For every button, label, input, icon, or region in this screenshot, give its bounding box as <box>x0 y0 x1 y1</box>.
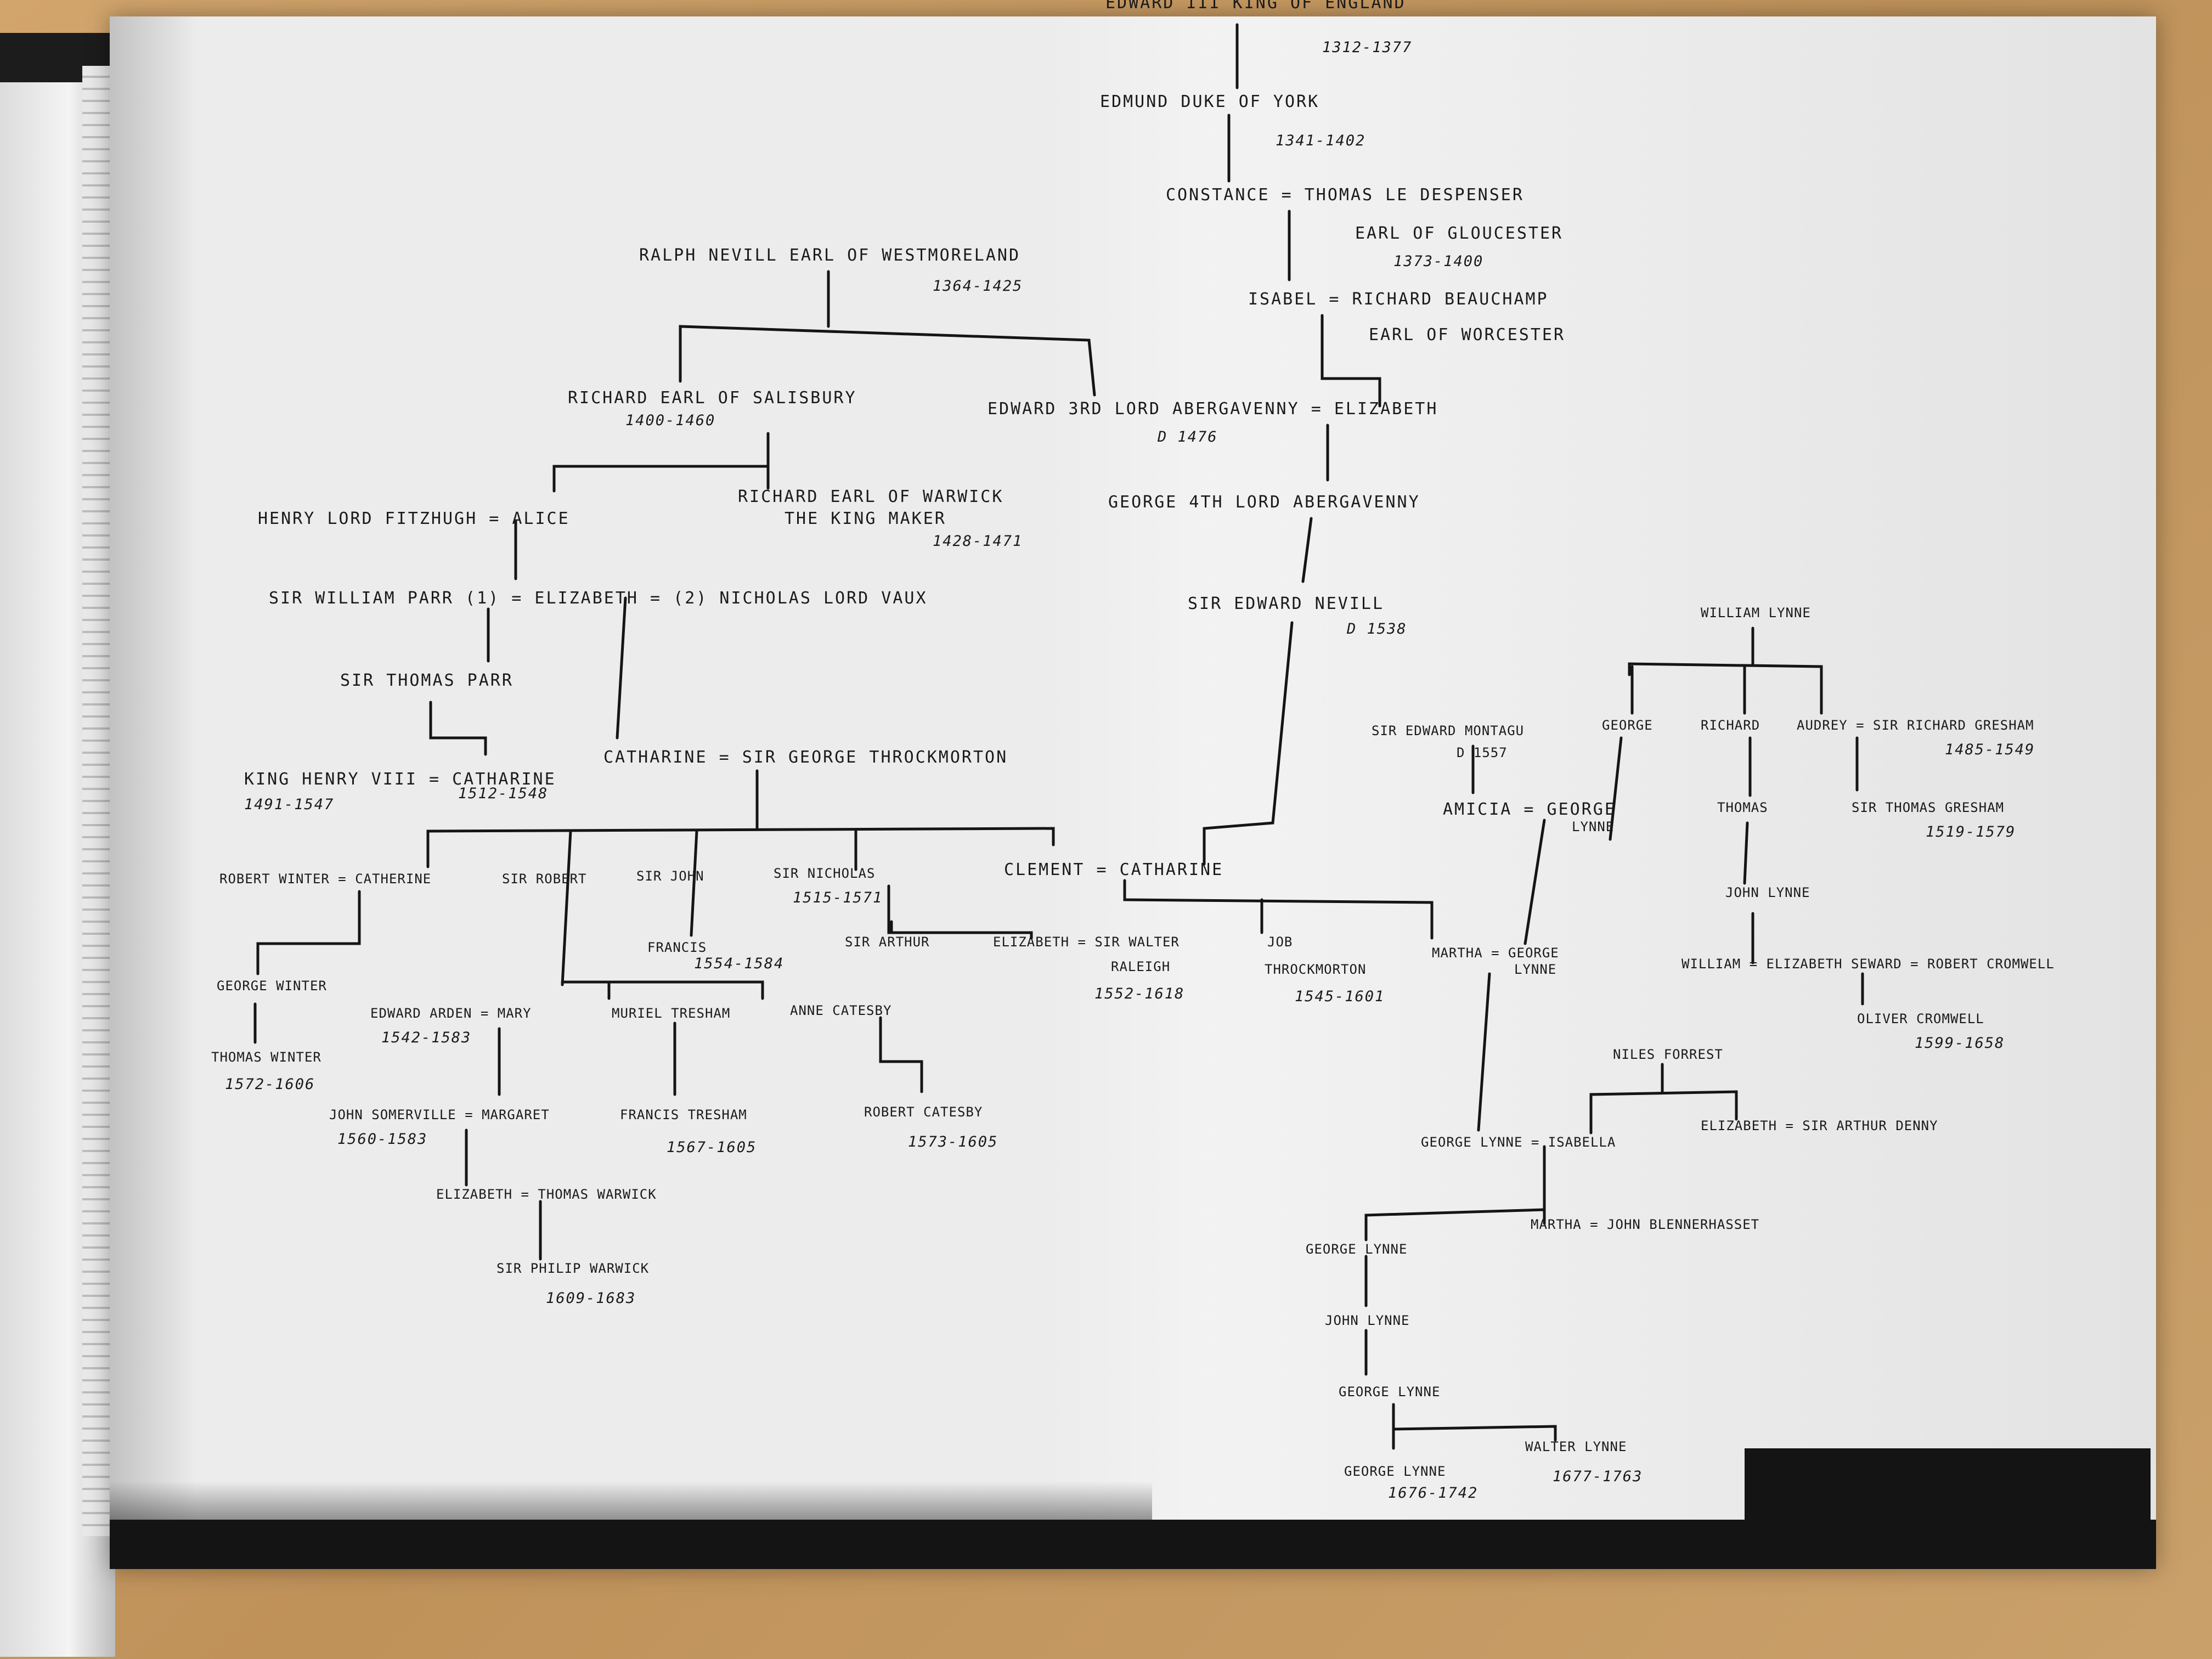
node-john-lynne-a: JOHN LYNNE <box>1725 885 1810 900</box>
node-walter-dates: 1677-1763 <box>1553 1468 1643 1485</box>
node-edward-arden-mary: EDWARD ARDEN = MARY <box>370 1006 532 1021</box>
node-lynne-b: LYNNE <box>1514 962 1556 977</box>
node-warwick-dates: 1428-1471 <box>933 533 1023 550</box>
node-edward-abergavenny: EDWARD 3RD LORD ABERGAVENNY = ELIZABETH <box>988 399 1438 419</box>
node-thomas-parr: SIR THOMAS PARR <box>340 671 514 690</box>
node-thomas-winter-dates: 1572-1606 <box>225 1076 315 1093</box>
node-parr-elizabeth-vaux: SIR WILLIAM PARR (1) = ELIZABETH = (2) N… <box>269 589 928 608</box>
node-sir-edward-montagu: SIR EDWARD MONTAGU <box>1372 723 1524 738</box>
node-thomas-winter: THOMAS WINTER <box>211 1049 321 1065</box>
family-tree-page <box>110 16 2156 1569</box>
node-francis-tresham: FRANCIS TRESHAM <box>620 1107 747 1122</box>
node-amicia-george: AMICIA = GEORGE <box>1443 800 1616 819</box>
node-nicholas-dates: 1515-1571 <box>793 889 883 906</box>
node-richard-salisbury: RICHARD EARL OF SALISBURY <box>568 388 857 408</box>
node-ralph-nevill: RALPH NEVILL EARL OF WESTMORELAND <box>639 246 1020 265</box>
node-elizabeth-denny: ELIZABETH = SIR ARTHUR DENNY <box>1701 1118 1938 1133</box>
node-thomas-gresham-dates: 1519-1579 <box>1926 823 2016 840</box>
node-catesby-dates: 1573-1605 <box>908 1133 998 1150</box>
node-catharine-throckmorton: CATHARINE = SIR GEORGE THROCKMORTON <box>603 748 1008 767</box>
node-raleigh-dates: 1552-1618 <box>1094 985 1184 1002</box>
node-earl-gloucester: EARL OF GLOUCESTER <box>1355 224 1563 243</box>
node-george-l1: GEORGE <box>1602 718 1653 733</box>
node-ralph-dates: 1364-1425 <box>933 278 1023 295</box>
node-richard-warwick: RICHARD EARL OF WARWICK <box>738 487 1003 506</box>
node-henry-catharine: KING HENRY VIII = CATHARINE <box>244 770 556 789</box>
node-gloucester-dates: 1373-1400 <box>1393 253 1483 270</box>
node-philip-dates: 1609-1683 <box>546 1290 636 1307</box>
node-george-lynne-b: GEORGE LYNNE <box>1339 1384 1440 1400</box>
node-sir-robert: SIR ROBERT <box>502 871 587 887</box>
node-george-lynne-c-dates: 1676-1742 <box>1388 1485 1478 1502</box>
node-gresham-dates: 1485-1549 <box>1945 741 2035 758</box>
node-anne-catesby: ANNE CATESBY <box>790 1003 891 1018</box>
node-richard-l1: RICHARD <box>1701 718 1760 733</box>
node-george-isabella: GEORGE LYNNE = ISABELLA <box>1421 1135 1616 1150</box>
node-robert-catesby: ROBERT CATESBY <box>864 1104 983 1120</box>
node-martha-blennerhasset: MARTHA = JOHN BLENNERHASSET <box>1531 1217 1759 1232</box>
node-sir-nicholas: SIR NICHOLAS <box>774 866 875 881</box>
node-catharine-dates: 1512-1548 <box>458 785 548 802</box>
node-arden-dates: 1542-1583 <box>381 1029 471 1046</box>
node-george-winter: GEORGE WINTER <box>217 978 327 994</box>
node-edmund: EDMUND DUKE OF YORK <box>1100 92 1319 111</box>
node-constance-thomas: CONSTANCE = THOMAS LE DESPENSER <box>1166 185 1524 205</box>
node-nevill-dates: D 1538 <box>1346 620 1407 637</box>
node-lynne-a: LYNNE <box>1572 819 1614 834</box>
book-cover-bottom <box>110 1520 2156 1569</box>
node-walter-lynne: WALTER LYNNE <box>1525 1439 1627 1454</box>
node-philip-warwick: SIR PHILIP WARWICK <box>496 1261 649 1276</box>
node-salisbury-dates: 1400-1460 <box>625 412 715 429</box>
node-earl-worcester: EARL OF WORCESTER <box>1369 325 1565 345</box>
node-edward3: EDWARD III KING OF ENGLAND <box>1105 0 1406 13</box>
node-somerville-margaret: JOHN SOMERVILLE = MARGARET <box>329 1107 550 1122</box>
node-henry-dates: 1491-1547 <box>244 796 334 813</box>
node-somerville-dates: 1560-1583 <box>337 1131 427 1148</box>
node-george-lynne-a: GEORGE LYNNE <box>1306 1242 1407 1257</box>
book-cover-bottom-right <box>1745 1448 2151 1520</box>
node-niles-forrest: NILES FORREST <box>1613 1047 1723 1062</box>
node-isabel-richard: ISABEL = RICHARD BEAUCHAMP <box>1248 290 1549 309</box>
node-oliver-dates: 1599-1658 <box>1915 1035 2005 1052</box>
node-elizabeth-warwick: ELIZABETH = THOMAS WARWICK <box>436 1187 657 1202</box>
node-elizabeth-raleigh: ELIZABETH = SIR WALTER <box>993 934 1180 950</box>
tree-names: EDWARD III KING OF ENGLAND 1312-1377 EDM… <box>211 0 2055 1502</box>
node-audrey-gresham: AUDREY = SIR RICHARD GRESHAM <box>1797 718 2034 733</box>
node-george-abergavenny: GEORGE 4TH LORD ABERGAVENNY <box>1108 493 1420 512</box>
node-montagu-dates: D 1557 <box>1457 745 1508 760</box>
node-francis-tresham-dates: 1567-1605 <box>667 1139 757 1156</box>
node-sir-thomas-gresham: SIR THOMAS GRESHAM <box>1852 800 2004 815</box>
node-clement-catharine: CLEMENT = CATHARINE <box>1004 860 1223 879</box>
node-fitzhugh-alice: HENRY LORD FITZHUGH = ALICE <box>258 509 570 528</box>
node-muriel-tresham: MURIEL TRESHAM <box>612 1006 730 1021</box>
node-martha-george: MARTHA = GEORGE <box>1432 945 1559 961</box>
node-oliver-cromwell: OLIVER CROMWELL <box>1857 1011 1984 1026</box>
node-george-lynne-c: GEORGE LYNNE <box>1344 1464 1446 1479</box>
node-william-elizabeth-cromwell: WILLIAM = ELIZABETH SEWARD = ROBERT CROM… <box>1681 956 2055 972</box>
node-thomas-lynne: THOMAS <box>1717 800 1768 815</box>
node-winter-catherine: ROBERT WINTER = CATHERINE <box>219 871 431 887</box>
node-sir-edward-nevill: SIR EDWARD NEVILL <box>1188 594 1384 613</box>
node-edward-abergavenny-dates: D 1476 <box>1157 428 1218 445</box>
node-king-maker: THE KING MAKER <box>785 509 946 528</box>
node-throckmorton: THROCKMORTON <box>1265 962 1366 977</box>
node-edward3-dates: 1312-1377 <box>1322 39 1412 56</box>
node-sir-john: SIR JOHN <box>636 868 704 884</box>
node-john-lynne-b: JOHN LYNNE <box>1325 1313 1410 1328</box>
tree-lines <box>253 23 1864 1450</box>
node-job: JOB <box>1267 934 1293 950</box>
node-edmund-dates: 1341-1402 <box>1276 132 1365 149</box>
node-raleigh: RALEIGH <box>1111 959 1170 974</box>
node-job-dates: 1545-1601 <box>1295 988 1385 1005</box>
node-sir-arthur: SIR ARTHUR <box>845 934 930 950</box>
node-william-lynne: WILLIAM LYNNE <box>1701 605 1811 620</box>
node-francis: FRANCIS <box>647 940 707 955</box>
node-francis-dates: 1554-1584 <box>694 955 784 972</box>
